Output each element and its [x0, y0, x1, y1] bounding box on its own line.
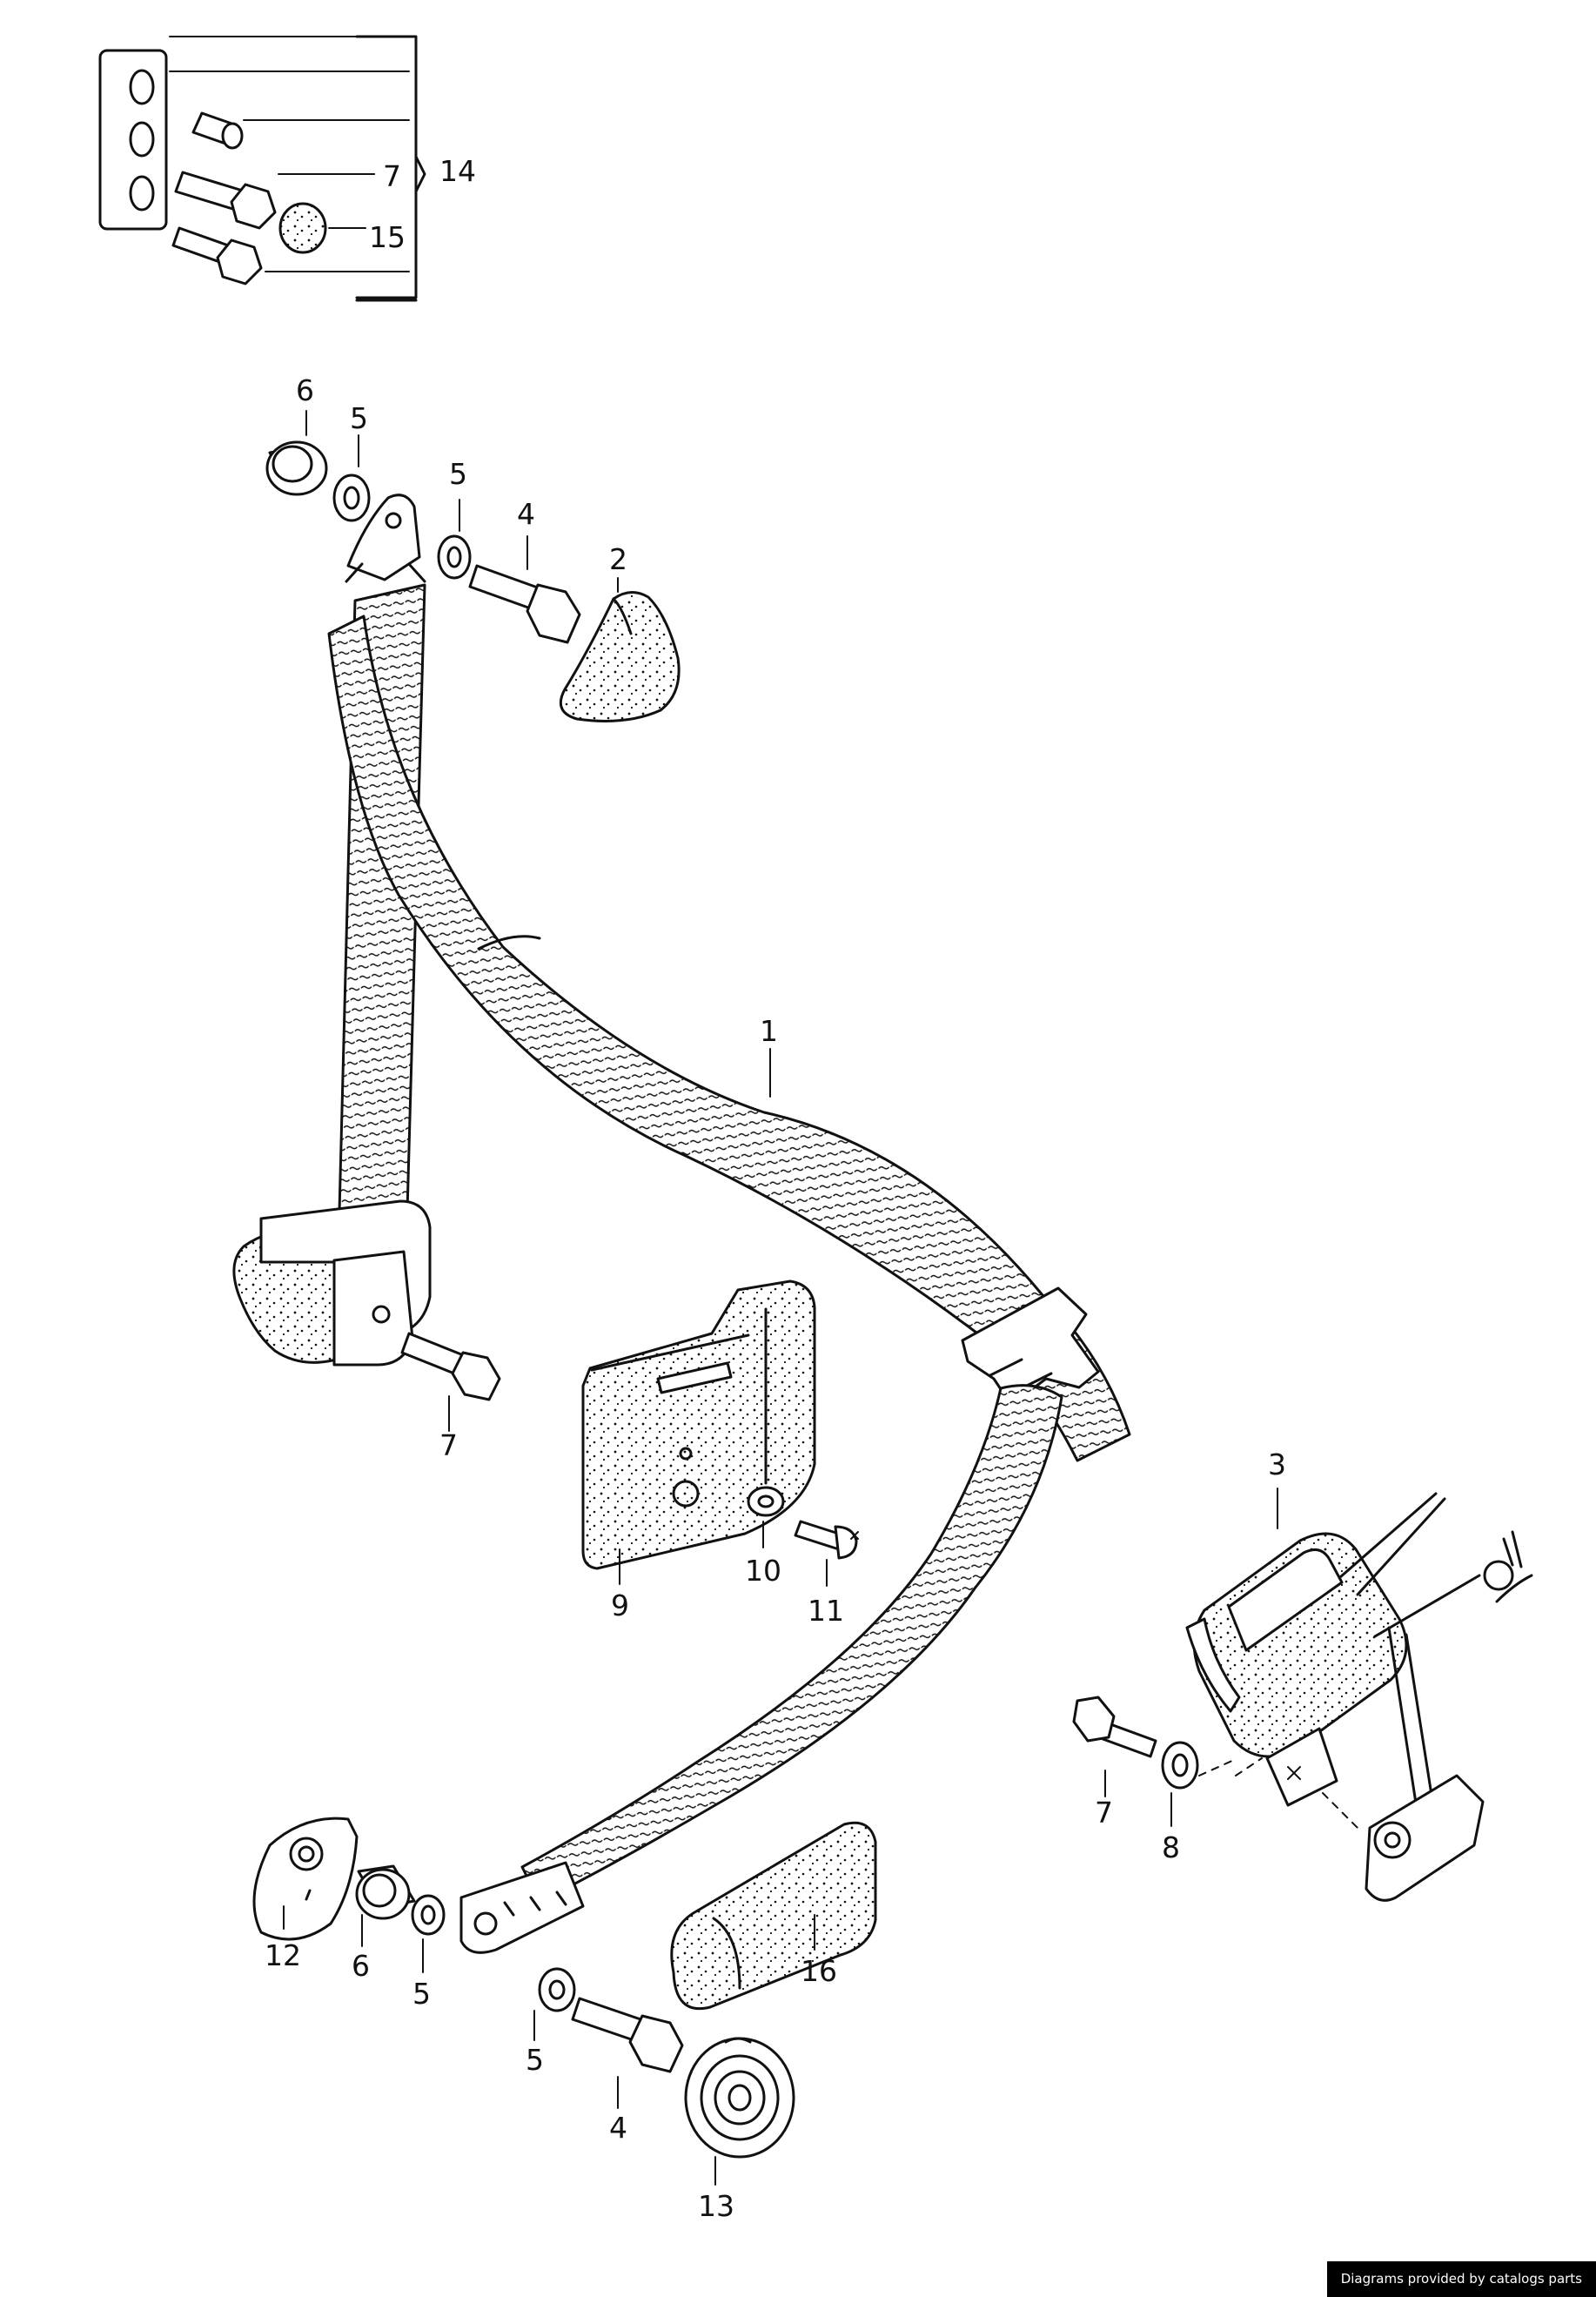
callout-6-lower: 6 — [352, 1949, 370, 1983]
callout-5-lower-a: 5 — [412, 1977, 431, 2011]
upper-anchor-hardware — [265, 440, 681, 722]
callout-9: 9 — [611, 1588, 629, 1622]
callout-15: 15 — [369, 220, 406, 254]
anchor-plate-kit — [98, 35, 426, 302]
callout-13: 13 — [698, 2189, 734, 2223]
belt-retractor — [232, 1199, 501, 1401]
callout-leaders — [283, 173, 1278, 2186]
callout-5-upper-a: 5 — [350, 401, 368, 435]
callout-16: 16 — [801, 1954, 837, 1988]
callout-labels: 14 7 15 6 5 5 4 2 1 7 9 10 11 3 7 8 12 6… — [265, 154, 1286, 2223]
callout-3: 3 — [1268, 1447, 1286, 1481]
callout-4-upper: 4 — [517, 497, 535, 531]
callout-14: 14 — [439, 154, 476, 188]
diagram-credit: Diagrams provided by catalogs parts — [1326, 2261, 1596, 2297]
callout-5-upper-b: 5 — [449, 457, 467, 491]
callout-4-lower: 4 — [609, 2111, 627, 2145]
callout-12: 12 — [265, 1938, 301, 1972]
belt-buckle — [1072, 1492, 1533, 1902]
callout-7-kit: 7 — [383, 159, 401, 193]
callout-6-upper: 6 — [296, 373, 314, 407]
callout-2: 2 — [609, 542, 627, 576]
callout-7-buckle: 7 — [1095, 1796, 1113, 1830]
callout-5-lower-b: 5 — [526, 2043, 544, 2077]
callout-10: 10 — [745, 1554, 781, 1588]
retractor-cover — [581, 1279, 859, 1570]
shoulder-belt — [327, 494, 1131, 1904]
callout-1: 1 — [760, 1014, 778, 1048]
lower-anchor-hardware — [252, 1817, 877, 2159]
callout-7-retractor: 7 — [439, 1428, 458, 1462]
callout-8: 8 — [1162, 1830, 1180, 1864]
callout-11: 11 — [808, 1594, 844, 1628]
